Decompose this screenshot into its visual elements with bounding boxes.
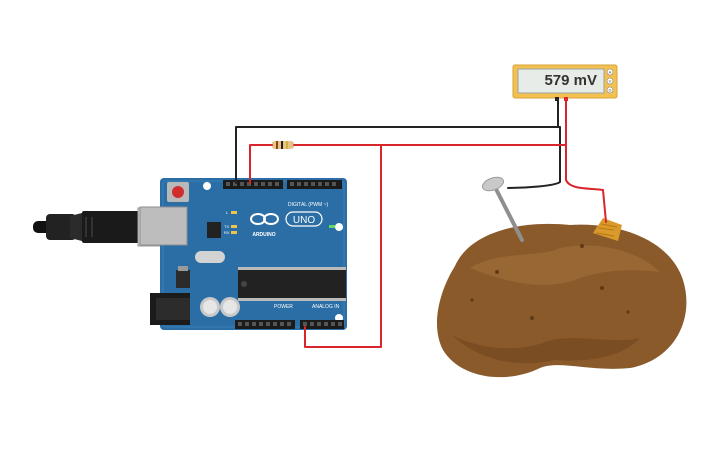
tx-led-label: TX <box>224 224 229 229</box>
copper-electrode[interactable] <box>593 218 622 241</box>
wire-red-pin[interactable] <box>249 144 273 184</box>
arduino-board[interactable]: UNO ARDUINO DIGITAL (PWM ~) POWER ANALOG… <box>139 178 347 330</box>
dc-power-jack[interactable] <box>150 293 190 325</box>
uno-label: UNO <box>293 215 315 226</box>
capacitor-1 <box>200 297 220 317</box>
wire-black-gnd[interactable] <box>235 126 561 189</box>
arduino-logo <box>250 211 323 227</box>
atmega-chip <box>238 267 346 301</box>
digital-label: DIGITAL (PWM ~) <box>288 202 328 208</box>
rx-led-label: RX <box>224 230 230 235</box>
power-analog-header[interactable] <box>235 320 344 329</box>
power-label: POWER <box>274 304 293 310</box>
l-led-label: L <box>226 210 229 215</box>
nail-electrode[interactable] <box>481 175 524 242</box>
digital-header[interactable] <box>223 180 342 189</box>
analog-label: ANALOG IN <box>312 304 340 310</box>
potato[interactable] <box>436 223 687 378</box>
multimeter-mode-ohm[interactable]: Ω <box>609 88 612 93</box>
arduino-brand-label: ARDUINO <box>252 232 275 238</box>
reset-button[interactable] <box>167 182 189 202</box>
on-led-label: ON <box>337 225 343 230</box>
wire-red-probe[interactable] <box>565 97 607 223</box>
wire-red-analog[interactable] <box>304 144 382 348</box>
capacitor-2 <box>220 297 240 317</box>
multimeter-mode-a[interactable]: A <box>609 70 612 75</box>
multimeter-mode-v[interactable]: V <box>609 79 612 84</box>
multimeter[interactable]: A V Ω <box>512 64 618 101</box>
multimeter-reading: 579 mV <box>544 72 597 89</box>
